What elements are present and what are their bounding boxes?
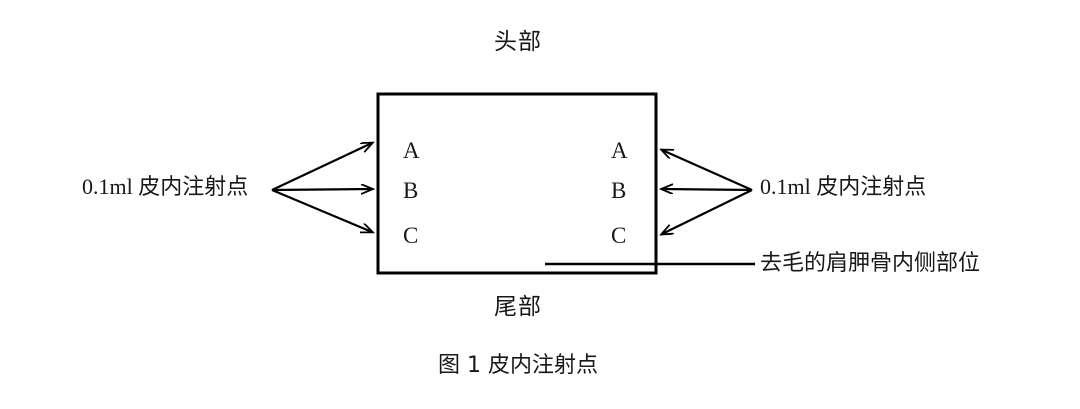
injection-site-left-a: A bbox=[403, 138, 420, 163]
injection-site-right-b: B bbox=[611, 178, 627, 203]
arrow-icon-right-a bbox=[662, 150, 753, 192]
left-arrow-group bbox=[271, 143, 372, 232]
injection-site-right-c: C bbox=[611, 223, 627, 248]
right-arrow-group bbox=[662, 150, 753, 234]
shaved-area-label: 去毛的肩胛骨内侧部位 bbox=[760, 251, 981, 276]
injection-site-right-a: A bbox=[611, 138, 628, 163]
arrow-icon-left-c bbox=[271, 188, 372, 232]
arrow-icon-left-a bbox=[271, 143, 372, 191]
figure-caption: 图 1 皮内注射点 bbox=[438, 353, 598, 378]
arrow-icon-right-c bbox=[662, 189, 753, 234]
injection-site-left-b: B bbox=[403, 178, 419, 203]
head-label: 头部 bbox=[494, 29, 542, 55]
arrow-icon-right-b bbox=[662, 189, 753, 190]
injection-site-left-c: C bbox=[403, 223, 419, 248]
arrow-icon-left-b bbox=[271, 189, 372, 190]
right-injection-label: 0.1ml 皮内注射点 bbox=[760, 174, 927, 199]
tail-label: 尾部 bbox=[494, 294, 542, 320]
left-injection-label: 0.1ml 皮内注射点 bbox=[82, 174, 249, 199]
back-region-rectangle bbox=[376, 92, 658, 275]
